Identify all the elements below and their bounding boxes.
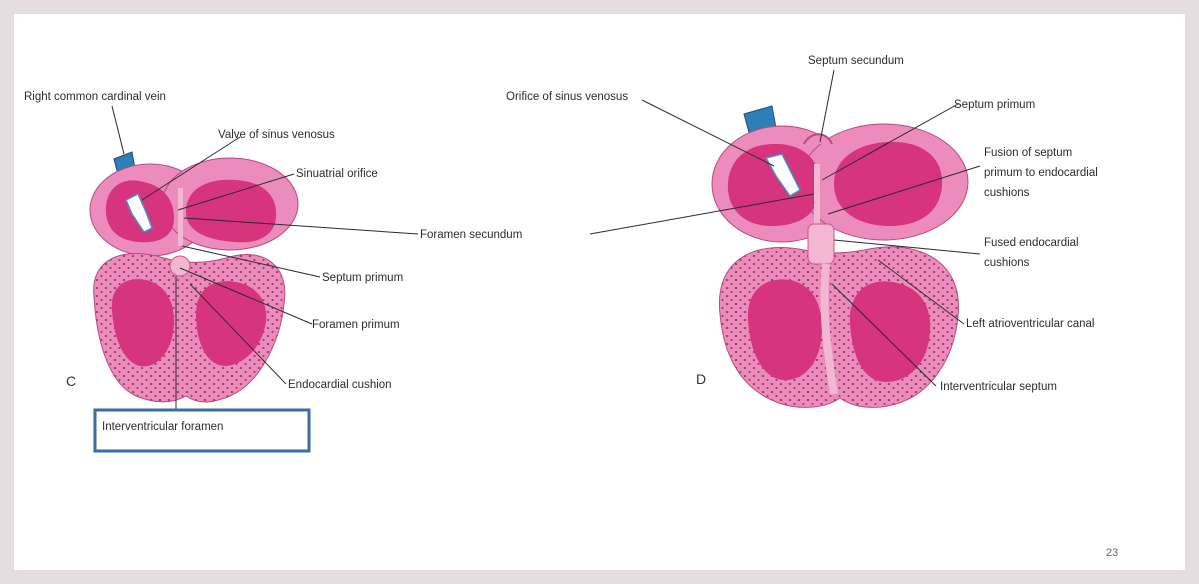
label-septum-primum-d: Septum primum [954,99,1035,111]
label-fused-line-2: cushions [984,257,1030,269]
label-fusion-line-3: cushions [984,187,1030,199]
panel-label-d: D [696,371,706,387]
label-left-atrioventricular-canal: Left atrioventricular canal [966,318,1094,330]
label-orifice-of-sinus-venosus: Orifice of sinus venosus [506,91,628,103]
label-sinuatrial-orifice: Sinuatrial orifice [296,168,378,180]
panel-label-c: C [66,373,76,389]
label-endocardial-cushion: Endocardial cushion [288,379,392,391]
label-fused-line-1: Fused endocardial [984,237,1079,249]
label-fusion-line-1: Fusion of septum [984,147,1072,159]
label-fusion-line-2: primum to endocardial [984,167,1098,179]
label-right-common-cardinal-vein: Right common cardinal vein [24,91,166,103]
slide: Right common cardinal vein Valve of sinu… [14,14,1185,570]
label-foramen-primum: Foramen primum [312,319,400,331]
label-interventricular-septum: Interventricular septum [940,381,1057,393]
label-septum-primum-c: Septum primum [322,272,403,284]
label-septum-secundum: Septum secundum [808,55,904,67]
heart-d-illustration [712,106,968,407]
label-interventricular-foramen: Interventricular foramen [102,421,223,433]
page-number: 23 [1106,547,1118,559]
heart-septation-diagram: Right common cardinal vein Valve of sinu… [14,14,1185,570]
label-valve-of-sinus-venosus: Valve of sinus venosus [218,129,335,141]
label-foramen-secundum: Foramen secundum [420,229,522,241]
